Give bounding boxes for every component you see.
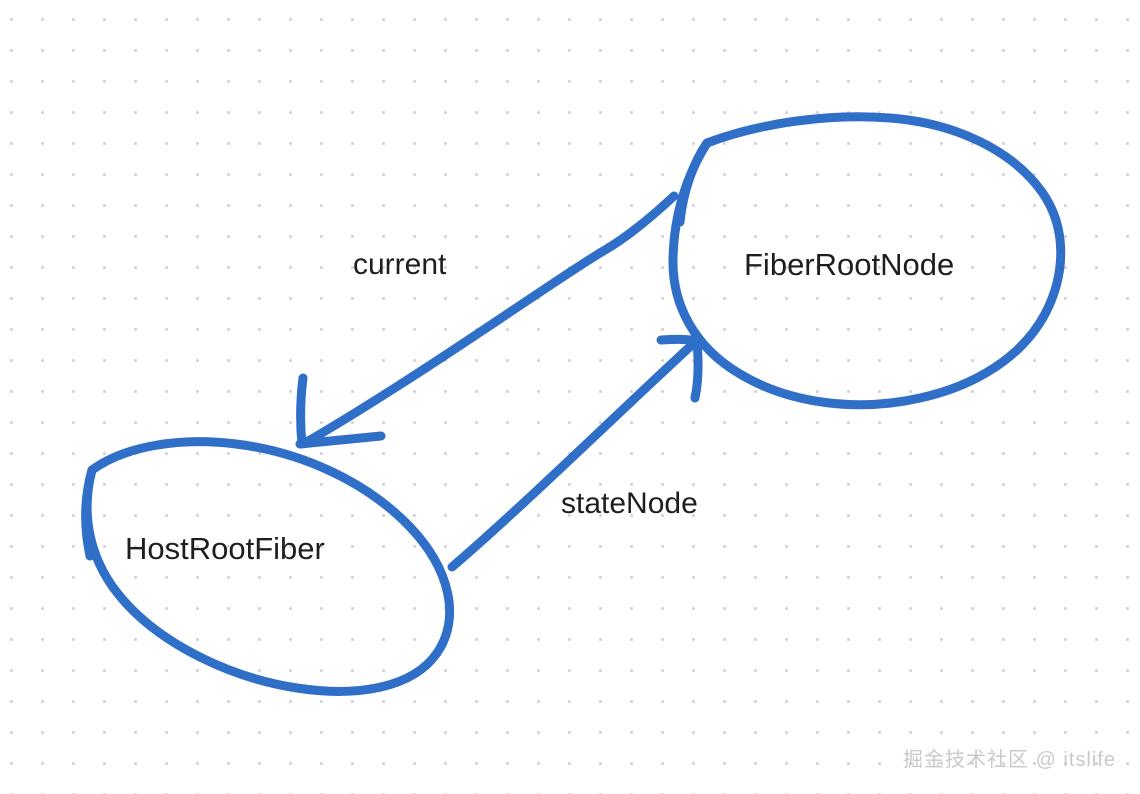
- edge-label-state-node: stateNode: [561, 487, 698, 520]
- arrow-current[interactable]: [295, 191, 679, 449]
- arrow-state-node[interactable]: [447, 334, 703, 572]
- shape-host-root-fiber-ellipse[interactable]: [81, 437, 455, 696]
- node-label-fiber-root-node: FiberRootNode: [744, 247, 955, 282]
- node-label-host-root-fiber: HostRootFiber: [125, 531, 325, 566]
- shape-fiber-root-node-ellipse[interactable]: [668, 112, 1066, 410]
- edge-label-current: current: [353, 248, 447, 281]
- watermark: 掘金技术社区 @ itslife: [903, 749, 1116, 771]
